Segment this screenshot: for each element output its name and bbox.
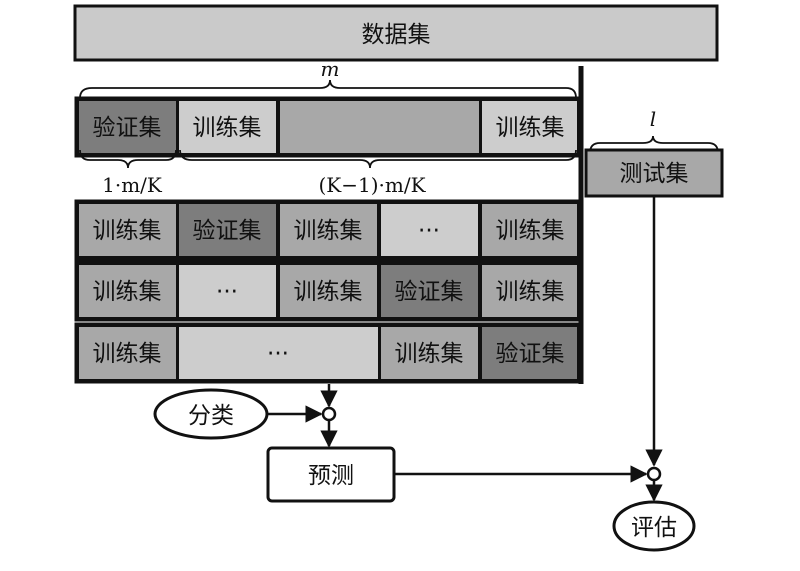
ellipsis-cell [177,263,278,319]
cell-label: 训练集 [193,115,262,141]
l-label: l [650,107,656,131]
test-set-box: 测试集 [584,148,724,198]
cell-label: 训练集 [496,115,565,141]
cell-label: ··· [267,341,289,367]
cell-label: 验证集 [395,279,464,305]
cell-label: 验证集 [93,115,162,141]
l-brace: l [589,107,719,154]
validation-set-cell [177,202,278,258]
validation-set-cell [480,325,579,381]
training-set-cell [77,202,178,258]
training-set-cell [77,325,178,381]
cell-label: 训练集 [93,218,162,244]
ellipsis-cell [177,325,380,381]
training-set-cell [77,263,178,319]
cell-label: 验证集 [193,218,262,244]
validation-width-label: 1·m/K [102,173,163,197]
fold-row-2: 训练集 验证集 训练集 ··· 训练集 [74,199,582,261]
fold-row-4: 训练集 ··· 训练集 验证集 [74,322,582,384]
classify-label: 分类 [188,403,234,429]
training-set-cell [480,202,579,258]
fold-row-3: 训练集 ··· 训练集 验证集 训练集 [74,260,582,322]
cell-label: ··· [216,279,238,305]
junction-node [321,406,337,422]
dataset-box: 数据集 [73,4,719,62]
validation-set-cell [77,99,178,155]
fold-row-1: 验证集 训练集 训练集 [74,96,582,158]
cell-label: 训练集 [93,341,162,367]
training-width-label: (K−1)·m/K [318,173,426,197]
m-label: m [321,57,340,81]
training-set-cell [278,99,481,155]
eval-junction-node [646,466,662,482]
cell-label: 训练集 [496,218,565,244]
cell-label: 训练集 [93,279,162,305]
dataset-label: 数据集 [362,22,431,48]
cell-label: 验证集 [496,341,565,367]
cell-label: 训练集 [294,218,363,244]
classify-node: 分类 [153,388,269,440]
cell-label: ··· [418,218,440,244]
training-set-cell [480,263,579,319]
cell-label: 训练集 [294,279,363,305]
training-set-cell [278,202,379,258]
m-brace: m [79,57,577,99]
cell-label: 训练集 [496,279,565,305]
cell-label: 训练集 [395,341,464,367]
width-braces: 1·m/K (K−1)·m/K [79,149,577,197]
ellipsis-cell [379,202,480,258]
evaluate-label: 评估 [631,515,677,541]
validation-set-cell [379,263,480,319]
predict-box: 预测 [266,446,396,503]
predict-label: 预测 [308,463,354,489]
test-set-label: 测试集 [620,161,689,187]
training-set-cell [379,325,480,381]
training-set-cell [480,99,579,155]
evaluate-node: 评估 [612,500,696,552]
training-set-cell [278,263,379,319]
training-set-cell [177,99,278,155]
